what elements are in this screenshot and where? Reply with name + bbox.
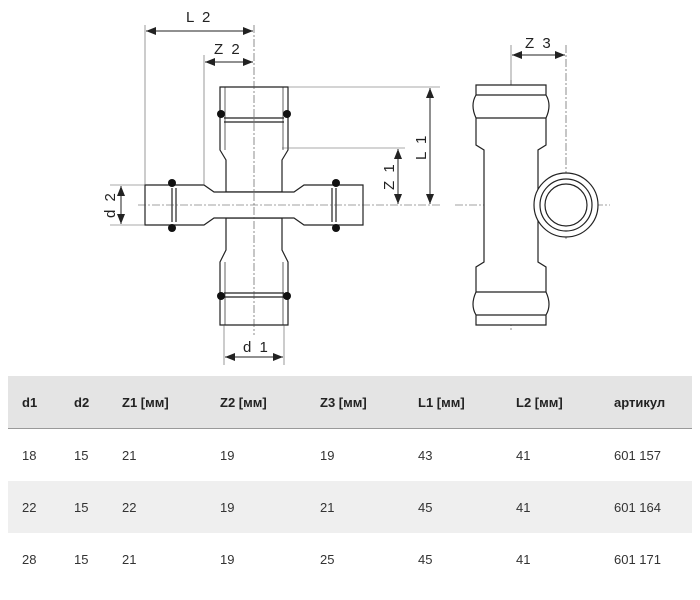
cross-fitting-front-view — [144, 86, 364, 326]
col-d1: d1 — [8, 376, 60, 429]
cell: 19 — [206, 481, 306, 533]
label-l1: L 1 — [413, 134, 430, 160]
cell: 45 — [404, 481, 502, 533]
col-l1: L1 [мм] — [404, 376, 502, 429]
cell: 19 — [220, 551, 235, 567]
cell: 28 — [22, 551, 37, 567]
col-article: артикул — [600, 376, 692, 429]
label-d1: d 1 — [243, 339, 270, 356]
table-row: 28 15 21 19 25 45 41 601 171 — [8, 533, 692, 585]
col-d2: d2 — [60, 376, 108, 429]
cell: 15 — [60, 481, 108, 533]
label-l2: L 2 — [186, 9, 212, 26]
cell: 41 — [502, 481, 600, 533]
tee-side-view — [472, 84, 599, 326]
extension-lines — [110, 25, 512, 365]
cell: 41 — [516, 551, 531, 567]
col-l2: L2 [мм] — [502, 376, 600, 429]
dimension-arrows — [117, 27, 565, 361]
cell: 21 — [306, 481, 404, 533]
cell: 15 — [74, 447, 89, 463]
table-row: 18 15 21 19 19 43 41 601 157 — [8, 429, 692, 482]
cell: 41 — [516, 447, 531, 463]
cell: 43 — [418, 447, 433, 463]
table-header-row: d1 d2 Z1 [мм] Z2 [мм] Z3 [мм] L1 [мм] L2… — [8, 376, 692, 429]
label-z3: Z 3 — [525, 35, 553, 52]
cell: 19 — [320, 447, 335, 463]
col-z3: Z3 [мм] — [306, 376, 404, 429]
label-d2: d 2 — [102, 191, 119, 218]
cell: 601 157 — [614, 447, 661, 463]
cell: 601 164 — [600, 481, 692, 533]
label-z2: Z 2 — [214, 41, 242, 58]
cell: 21 — [122, 551, 137, 567]
cell: 22 — [108, 481, 206, 533]
col-z1: Z1 [мм] — [108, 376, 206, 429]
dimension-labels: L 2 Z 2 Z 3 d 1 L 1 Z 1 d 2 — [102, 9, 553, 356]
cell: 22 — [8, 481, 60, 533]
seal-rings — [168, 110, 340, 300]
cell: 21 — [122, 447, 137, 463]
cell: 18 — [22, 447, 37, 463]
cell: 601 171 — [614, 551, 661, 567]
cell: 25 — [320, 551, 335, 567]
cell: 45 — [418, 551, 433, 567]
cell: 15 — [74, 551, 89, 567]
dimensions-table: d1 d2 Z1 [мм] Z2 [мм] Z3 [мм] L1 [мм] L2… — [8, 376, 692, 585]
label-z1: Z 1 — [381, 162, 398, 190]
cell: 19 — [220, 447, 235, 463]
fitting-drawing: L 2 Z 2 Z 3 d 1 L 1 Z 1 d 2 — [102, 9, 610, 365]
col-z2: Z2 [мм] — [206, 376, 306, 429]
